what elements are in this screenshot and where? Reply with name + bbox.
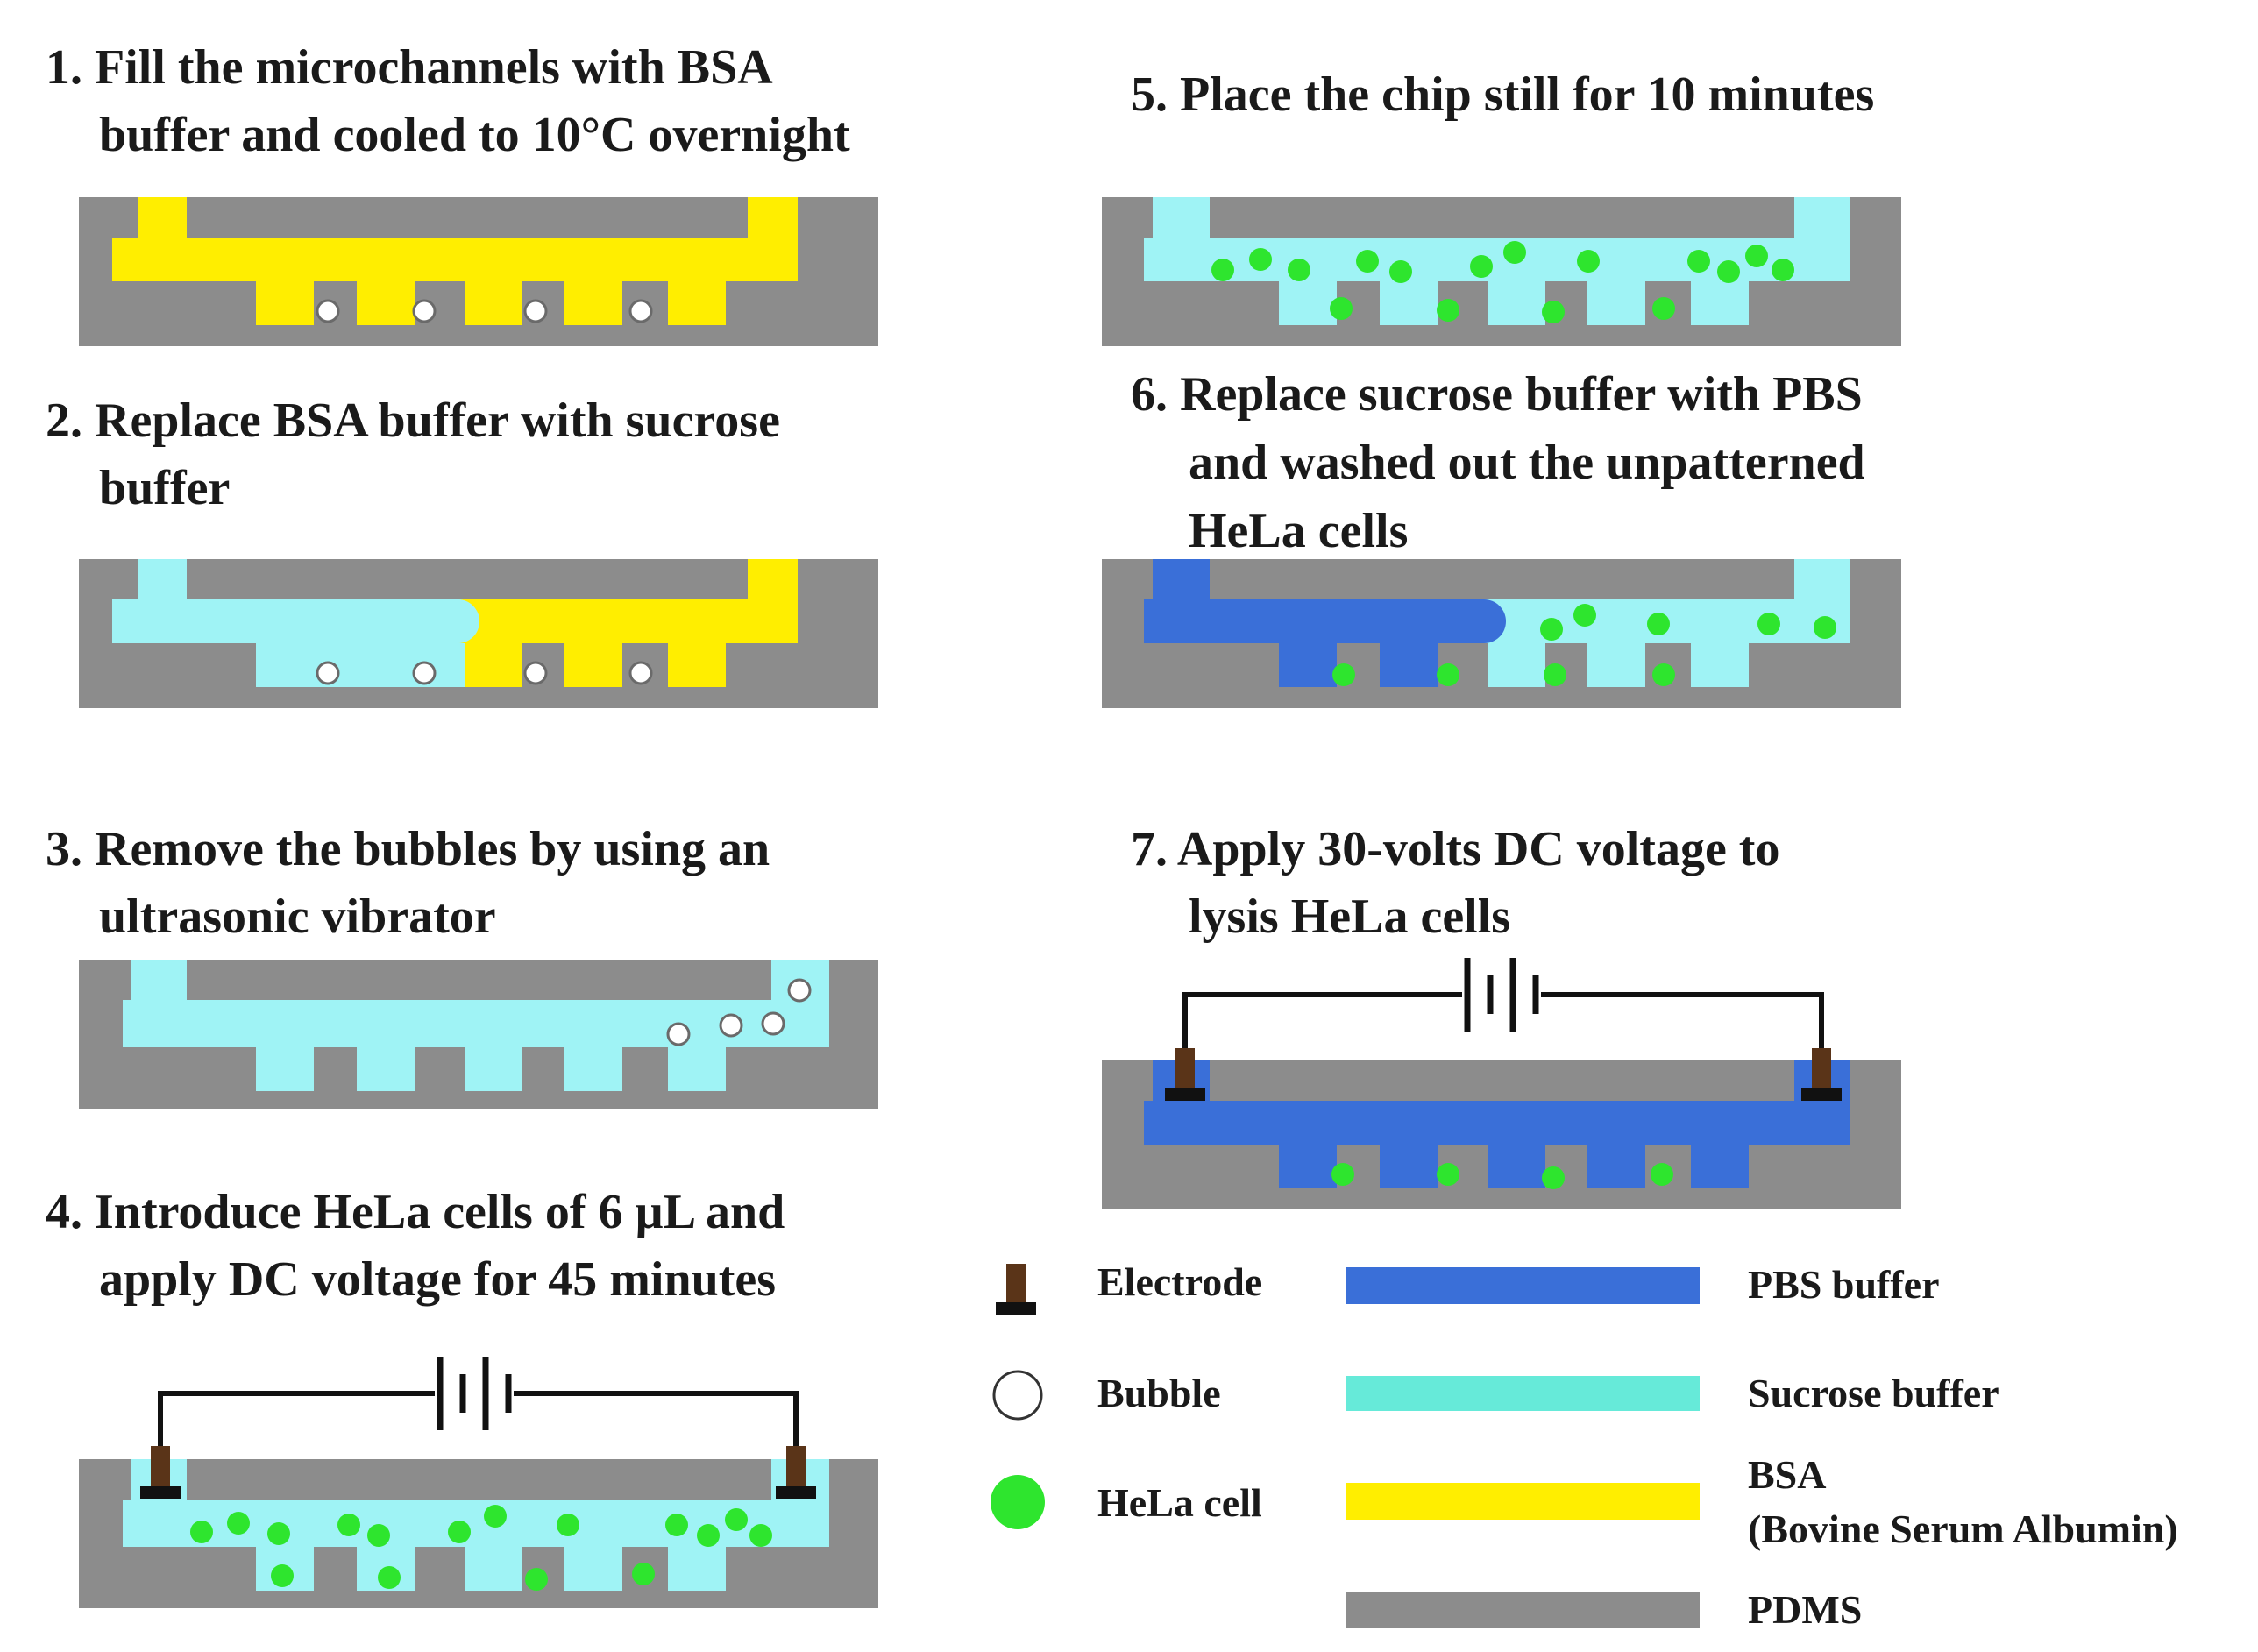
legend-label-bubble: Bubble: [1097, 1371, 1221, 1415]
bubble-icon: [523, 299, 548, 323]
step-5-caption: 5. Place the chip still for 10 minutes: [1131, 67, 1874, 122]
electrode-icon: [776, 1446, 816, 1499]
chip-step-3: [79, 960, 878, 1109]
step-7-caption: 7. Apply 30-volts DC voltage to lysis He…: [1131, 822, 1792, 944]
chip-step-2: [79, 559, 878, 708]
electrode-icon: [996, 1264, 1036, 1315]
bubble-icon: [992, 1370, 1043, 1421]
legend-swatch-pbs-buffer: [1346, 1267, 1700, 1304]
legend-swatch-sucrose-buffer: [1346, 1376, 1700, 1411]
bubble-icon: [628, 299, 653, 323]
electrode-icon: [1165, 1048, 1205, 1101]
sucrose-fill: [112, 559, 479, 687]
sucrose-filled-channel: [1144, 197, 1850, 325]
hela-cells: [190, 1505, 772, 1591]
step-6-caption: 6. Replace sucrose buffer with PBS and w…: [1131, 367, 1878, 558]
hela-cells: [1211, 241, 1794, 323]
bsa-filled-channel: [112, 197, 798, 325]
step-2-caption: 2. Replace BSA buffer with sucrose buffe…: [46, 394, 792, 515]
legend-label-sucrose-buffer: Sucrose buffer: [1748, 1371, 1999, 1415]
sucrose-filled-channel: [123, 1459, 829, 1591]
legend-label-hela-cell: HeLa cell: [1097, 1480, 1262, 1525]
legend-label-pdms: PDMS: [1748, 1587, 1862, 1632]
legend-swatch-bsa: [1346, 1483, 1700, 1520]
bubble-icon: [523, 661, 548, 685]
hela-cells: [1331, 1163, 1673, 1189]
bubble-icon: [787, 978, 812, 1003]
sucrose-filled-channel: [123, 960, 829, 1091]
chip-step-7: [1102, 958, 1901, 1209]
chip-step-6: [1102, 559, 1901, 708]
chip-step-4: [79, 1357, 878, 1608]
bubble-icon: [719, 1013, 743, 1038]
bubble-icon: [666, 1022, 691, 1046]
bubble-icon: [761, 1011, 785, 1036]
circuit-wire: [158, 1391, 799, 1459]
chip-step-5: [1102, 197, 1901, 346]
step-4-caption: 4. Introduce HeLa cells of 6 µL and appl…: [46, 1185, 797, 1307]
battery-icon: [1464, 958, 1539, 1032]
step-1-caption: 1. Fill the microchannels with BSA buffe…: [46, 40, 850, 162]
hela-cells: [1332, 604, 1836, 686]
legend-label-electrode: Electrode: [1097, 1259, 1262, 1304]
hela-cell-icon: [991, 1475, 1045, 1529]
bubble-icon: [412, 299, 437, 323]
legend-label-bsa: BSA (Bovine Serum Albumin): [1748, 1452, 2178, 1551]
circuit-wire: [1182, 992, 1824, 1060]
bubble-icon: [412, 661, 437, 685]
pbs-front-channel: [1144, 559, 1506, 687]
electrode-icon: [1801, 1048, 1842, 1101]
bubble-icon: [628, 661, 653, 685]
legend-label-pbs-buffer: PBS buffer: [1748, 1262, 1940, 1307]
bubble-icon: [316, 661, 340, 685]
legend-swatch-pdms: [1346, 1592, 1700, 1628]
bubble-icon: [316, 299, 340, 323]
legend: Electrode Bubble HeLa cell PBS buffer Su…: [991, 1259, 2178, 1632]
chip-step-1: [79, 197, 878, 346]
pbs-filled-channel: [1144, 1060, 1850, 1188]
step-3-caption: 3. Remove the bubbles by using an ultras…: [46, 822, 782, 944]
electrode-icon: [140, 1446, 181, 1499]
battery-icon: [437, 1357, 512, 1430]
